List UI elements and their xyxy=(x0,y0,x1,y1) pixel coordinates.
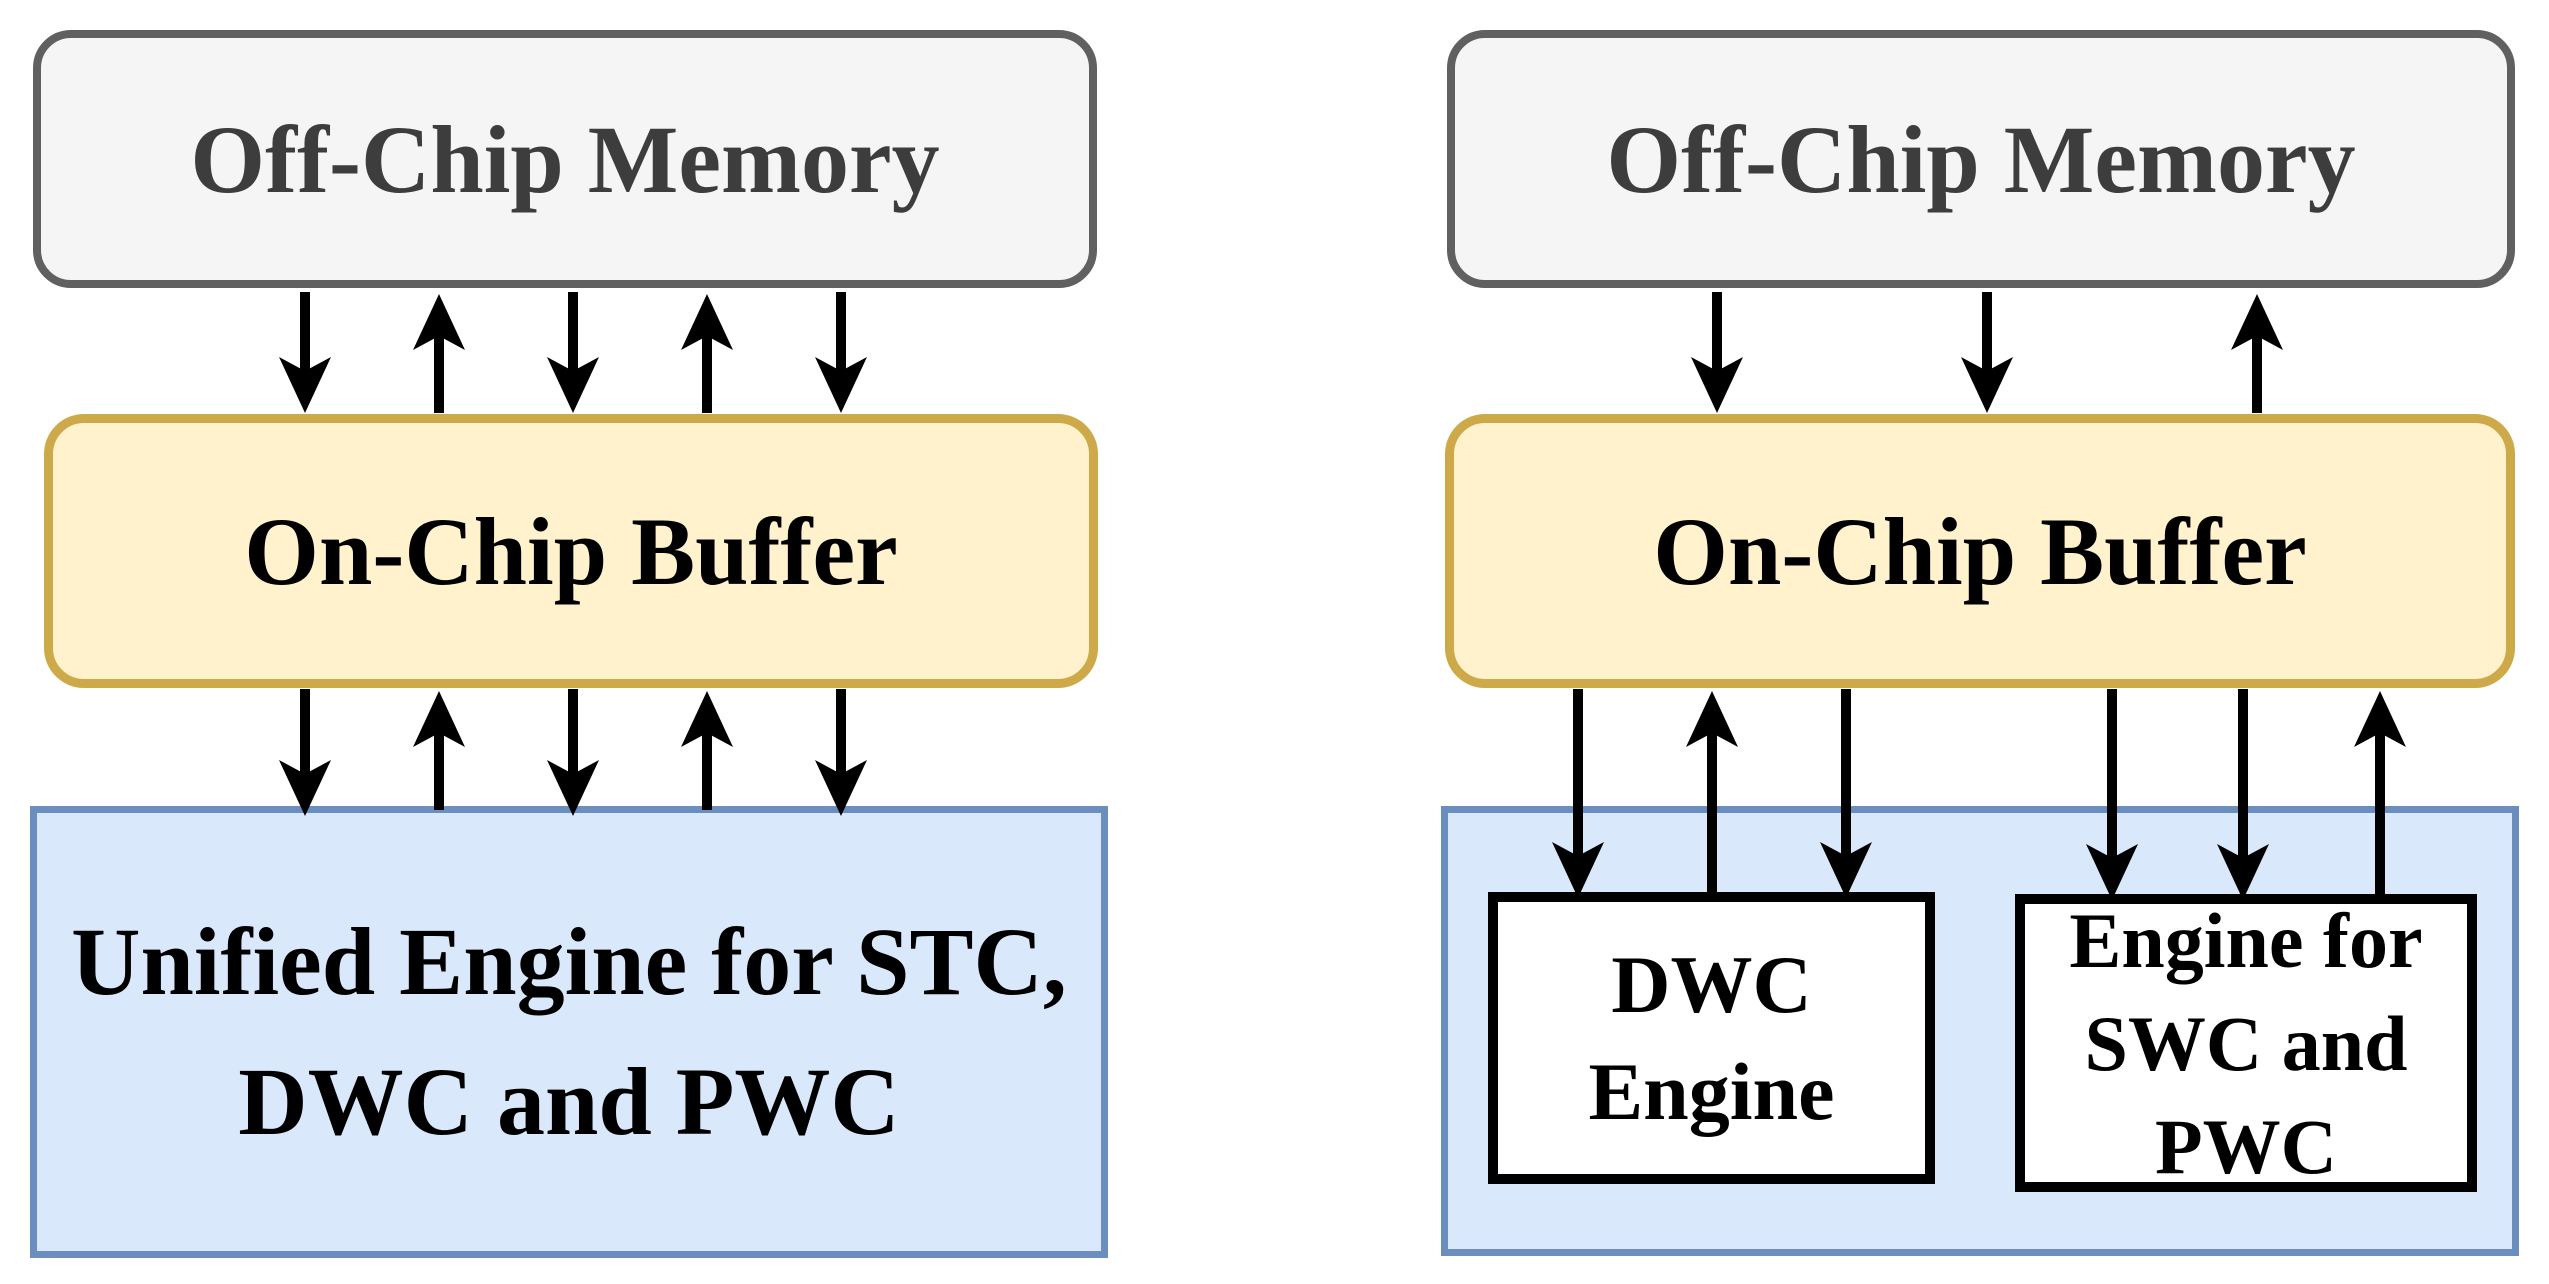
unified-engine-box: Unified Engine for STC, DWC and PWC xyxy=(30,806,1108,1258)
arrow-down xyxy=(815,689,867,816)
off-chip-memory-label: Off-Chip Memory xyxy=(1606,105,2356,213)
arrow-up xyxy=(413,294,465,413)
swc-pwc-engine-label-line1: Engine for xyxy=(2069,896,2423,984)
arrow-up xyxy=(681,691,733,810)
arrow-up xyxy=(2231,294,2283,413)
arrow-down xyxy=(279,689,331,816)
left-off-chip-memory-box: Off-Chip Memory xyxy=(33,30,1097,288)
arrow-down xyxy=(815,292,867,413)
arrow-down xyxy=(1820,689,1872,898)
swc-pwc-engine-label: Engine for SWC and PWC xyxy=(2069,889,2422,1198)
arrow-down xyxy=(1552,689,1604,898)
arrow-down xyxy=(547,292,599,413)
unified-engine-label-line1: Unified Engine for STC, xyxy=(71,908,1067,1015)
off-chip-memory-label: Off-Chip Memory xyxy=(190,105,940,213)
swc-pwc-engine-label-line2: SWC and xyxy=(2084,999,2408,1087)
arrow-up xyxy=(1686,691,1738,892)
dwc-engine-label: DWC Engine xyxy=(1588,931,1834,1145)
unified-engine-label-line2: DWC and PWC xyxy=(238,1048,900,1155)
arrow-down xyxy=(2217,689,2269,900)
dwc-engine-label-line1: DWC xyxy=(1611,939,1812,1030)
arrow-down xyxy=(1691,292,1743,413)
arrow-down xyxy=(547,689,599,816)
on-chip-buffer-label: On-Chip Buffer xyxy=(1653,497,2307,605)
swc-pwc-engine-label-line3: PWC xyxy=(2155,1102,2337,1190)
arrow-down xyxy=(2086,689,2138,900)
arrow-up xyxy=(413,691,465,810)
right-on-chip-buffer-box: On-Chip Buffer xyxy=(1445,414,2515,688)
unified-engine-label: Unified Engine for STC, DWC and PWC xyxy=(71,892,1067,1172)
right-off-chip-memory-box: Off-Chip Memory xyxy=(1447,30,2515,288)
arrow-up xyxy=(681,294,733,413)
arrow-down xyxy=(1961,292,2013,413)
dwc-engine-box: DWC Engine xyxy=(1488,892,1935,1184)
arrow-down xyxy=(279,292,331,413)
arrow-up xyxy=(2354,691,2406,894)
left-on-chip-buffer-box: On-Chip Buffer xyxy=(44,414,1098,688)
on-chip-buffer-label: On-Chip Buffer xyxy=(244,497,898,605)
dwc-engine-label-line2: Engine xyxy=(1588,1046,1835,1137)
swc-pwc-engine-box: Engine for SWC and PWC xyxy=(2015,894,2477,1192)
